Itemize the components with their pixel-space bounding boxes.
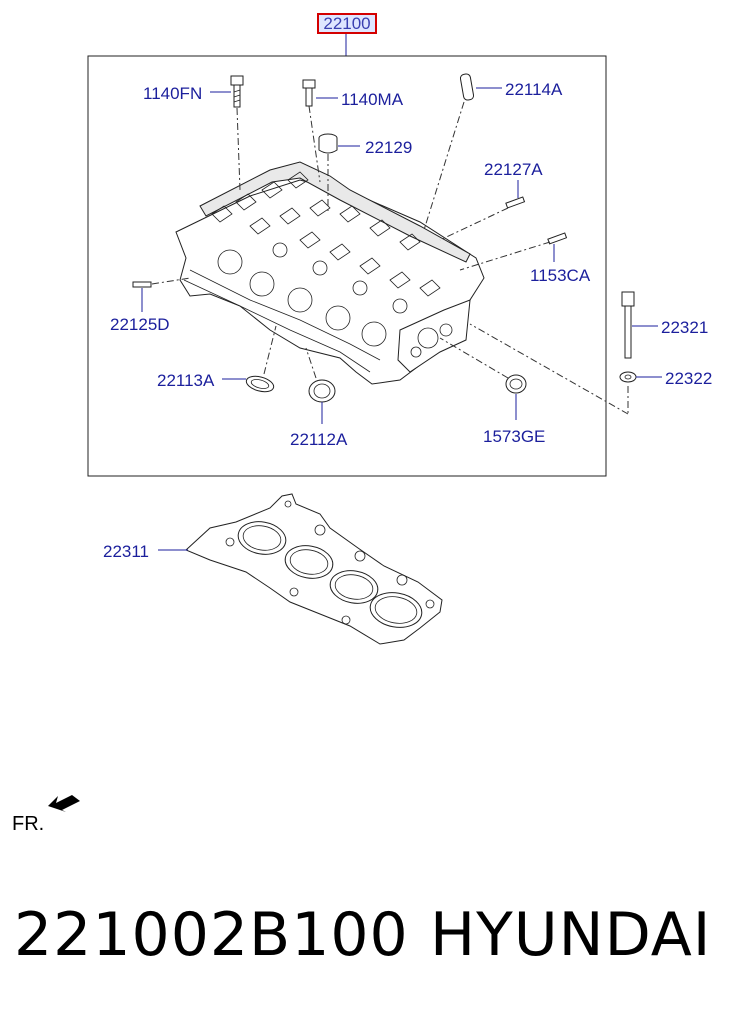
front-arrow-icon [48,795,80,812]
washer-22322-illustration [619,371,637,383]
bolt-22321-illustration [621,291,635,359]
seal-22112a-illustration [308,379,336,403]
pin-22125d-illustration [132,281,152,288]
label-22311[interactable]: 22311 [103,542,149,561]
label-1140fn[interactable]: 1140FN [143,84,202,103]
label-1153ca[interactable]: 1153CA [530,266,591,285]
assembly-frame [87,55,607,477]
head-gasket-illustration [185,493,443,645]
label-22322[interactable]: 22322 [665,369,712,388]
stud-1153ca-illustration [547,232,568,245]
bolt-1140ma-illustration [302,79,316,107]
label-22127a[interactable]: 22127A [484,160,543,179]
footer: 221002B100 HYUNDAI [0,895,730,975]
assembly-highlight-box [317,13,377,34]
label-1140ma[interactable]: 1140MA [341,90,404,109]
bolt-1140fn-illustration [230,75,244,108]
seal-22113a-illustration [245,375,275,393]
plug-1573ge-illustration [505,374,527,394]
label-22114a[interactable]: 22114A [505,80,563,99]
label-22125d[interactable]: 22125D [110,315,170,334]
part-number: 221002B100 [14,900,409,970]
brand-name: HYUNDAI [430,900,712,970]
front-indicator-label: FR. [12,813,44,835]
cap-22129-illustration [318,133,338,154]
cylinder-head-illustration [175,161,485,385]
label-22129[interactable]: 22129 [365,138,412,157]
label-1573ge[interactable]: 1573GE [483,427,545,446]
label-22321[interactable]: 22321 [661,318,708,337]
parts-diagram: 22100 [12,13,712,835]
pin-22114a-illustration [459,73,475,101]
label-22112a[interactable]: 22112A [290,430,348,449]
label-22113a[interactable]: 22113A [157,371,215,390]
stud-22127a-illustration [505,196,526,209]
main-assembly-label[interactable]: 22100 [323,14,370,33]
